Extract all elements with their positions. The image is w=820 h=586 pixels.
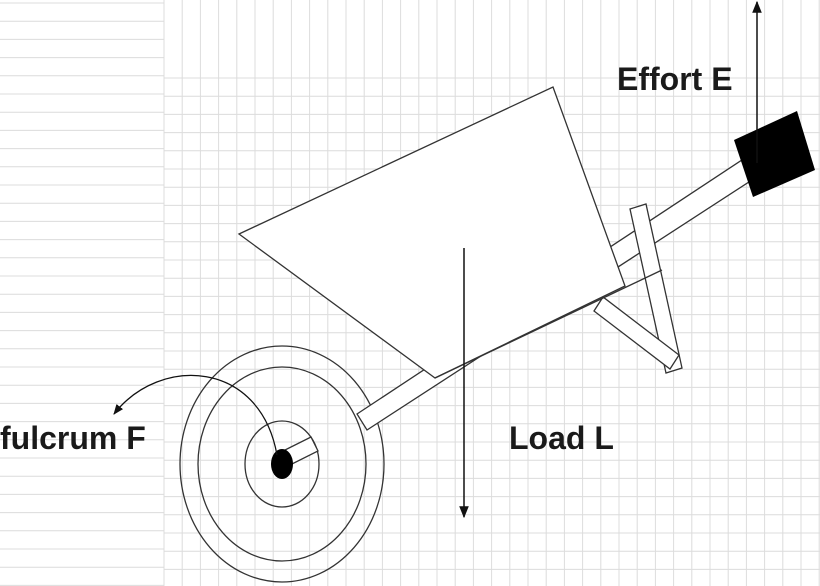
tray-front-rail (434, 269, 663, 379)
wheel-hub-ring (244, 420, 320, 508)
load-label: Load L (509, 420, 614, 456)
wheel (179, 345, 385, 583)
wheel-tyre-outer (179, 345, 385, 583)
handle-grip (734, 111, 815, 197)
wheel-tyre-inner (197, 366, 367, 562)
fulcrum-label: fulcrum F (0, 420, 146, 456)
rear-leg (629, 203, 683, 374)
effort-label: Effort E (617, 61, 733, 97)
leg-brace (593, 296, 680, 370)
wheelbarrow-tray (237, 86, 626, 379)
axle (271, 449, 293, 479)
fulcrum-arrow (113, 374, 278, 456)
